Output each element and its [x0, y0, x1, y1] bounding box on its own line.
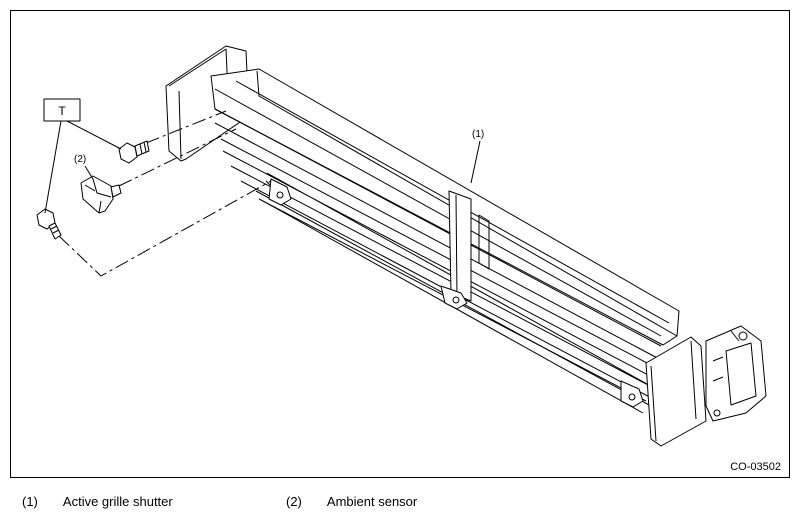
- center-divider: [448, 190, 472, 302]
- mount-tab-left-hole: [276, 191, 284, 199]
- ambient-sensor-tip: [110, 184, 122, 198]
- ambient-sensor-detail: [84, 178, 112, 214]
- bolt-upper-head: [118, 142, 138, 164]
- legend-text: Active grille shutter: [62, 494, 173, 509]
- figure-frame: T (1) (2) CO-03502: [10, 10, 790, 478]
- exploded-view-diagram: T (1) (2): [36, 45, 767, 447]
- actuator-details: [712, 330, 757, 406]
- bolt-upper-shank: [134, 140, 150, 157]
- callout-2-leader: [84, 165, 94, 180]
- torque-leader-upper: [66, 120, 122, 150]
- active-grille-shutter: [165, 45, 767, 447]
- bolt-upper-thread: [139, 141, 147, 155]
- bolt-lower-shank: [48, 222, 62, 240]
- mount-tab-right-hole: [628, 393, 636, 401]
- bolt-lower: [36, 208, 62, 240]
- legend-item-2: (2) Ambient sensor: [286, 494, 417, 509]
- callout-1: (1): [472, 129, 484, 140]
- figure-code: CO-03502: [730, 461, 781, 473]
- legend-num: (1): [22, 494, 38, 509]
- callouts: (1) (2): [74, 129, 484, 184]
- torque-callout: T: [43, 98, 122, 214]
- torque-box: [43, 98, 81, 122]
- ambient-sensor: [80, 175, 122, 214]
- shutter-blades: [214, 108, 670, 404]
- center-divider-line: [455, 194, 458, 298]
- assembly-lines: [58, 110, 272, 277]
- callout-2: (2): [74, 154, 86, 165]
- mount-tab-center-hole: [452, 296, 460, 304]
- torque-label: T: [58, 104, 66, 118]
- actuator-boss: [738, 331, 748, 341]
- ambient-sensor-body: [80, 175, 114, 214]
- torque-leader-lower: [44, 120, 62, 214]
- bolt-upper: [118, 140, 150, 164]
- divider-lugs: [478, 214, 490, 270]
- right-end-bracket-face: [650, 340, 697, 442]
- sensor-guide: [118, 128, 237, 187]
- actuator-housing: [705, 325, 767, 422]
- legend-num: (2): [286, 494, 302, 509]
- bolt-lower-thread: [50, 225, 60, 234]
- bolt-lower-guide: [58, 180, 272, 277]
- right-end-bracket: [645, 336, 707, 447]
- top-rail: [210, 68, 680, 346]
- callout-1-leader: [470, 140, 481, 184]
- bolt-upper-guide: [145, 110, 227, 144]
- actuator-pin: [713, 409, 721, 417]
- legend-item-1: (1) Active grille shutter: [22, 494, 173, 509]
- legend-text: Ambient sensor: [326, 494, 418, 509]
